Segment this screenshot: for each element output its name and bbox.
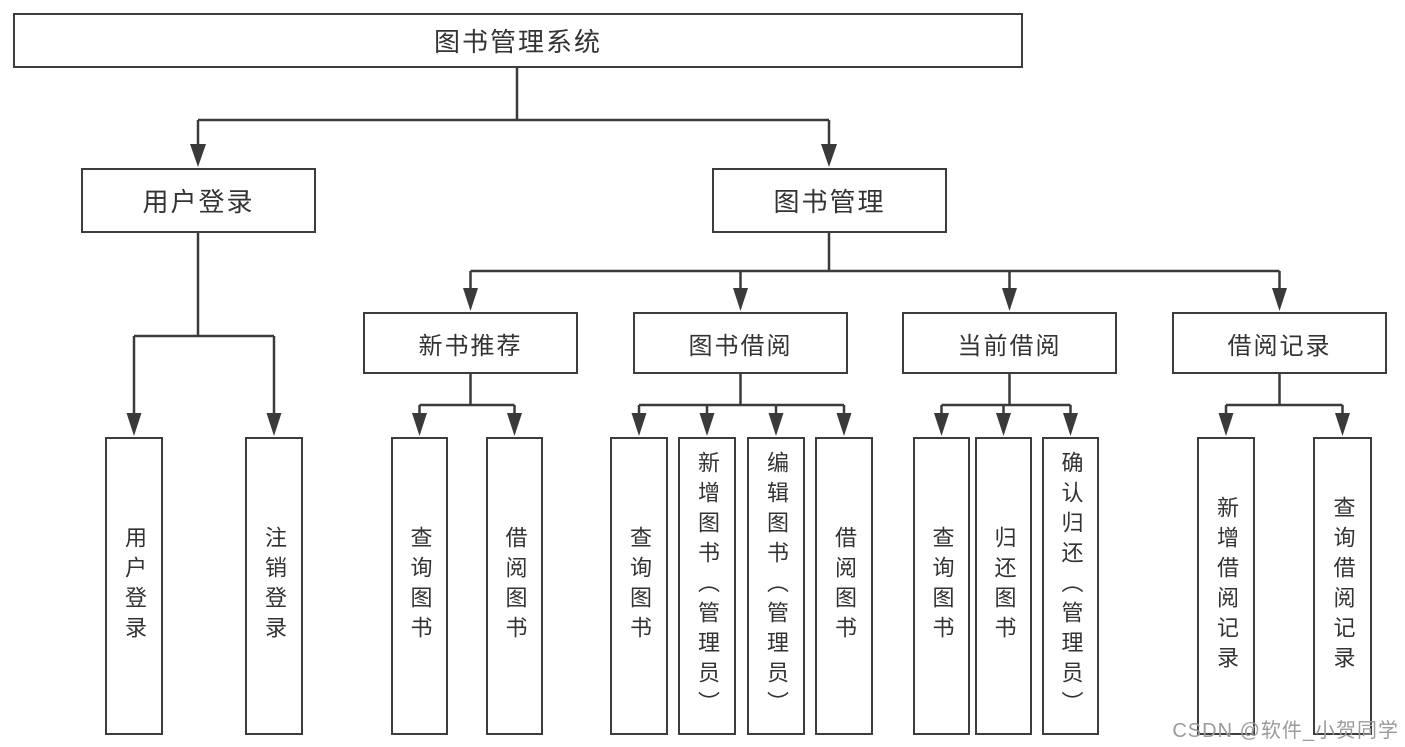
arrowhead — [733, 288, 748, 311]
node-current-borrow: 当前借阅 — [902, 312, 1117, 374]
arrowhead — [126, 413, 142, 436]
node-label: 新书推荐 — [418, 332, 523, 360]
connector-bookborrow-to-leaves — [637, 373, 846, 415]
arrowhead — [412, 413, 427, 436]
node-label: 图书管理 — [773, 187, 886, 217]
leaf-label: 查询借阅记录 — [1330, 496, 1356, 676]
node-new-book-recommend: 新书推荐 — [363, 312, 578, 374]
arrowhead — [934, 413, 949, 436]
leaf-label: 用户登录 — [122, 526, 147, 646]
arrowhead — [631, 413, 647, 436]
node-user-login: 用户登录 — [81, 168, 316, 233]
node-label: 借阅记录 — [1227, 332, 1332, 360]
arrowhead — [699, 413, 715, 436]
leaf-label: 归还图书 — [991, 526, 1017, 646]
arrowhead — [1272, 288, 1287, 311]
connector-currentborrow-to-leaves — [940, 373, 1072, 415]
connector-bookmgmt-to-level3 — [469, 232, 1281, 290]
node-library-management-system: 图书管理系统 — [13, 13, 1023, 68]
node-borrow-records: 借阅记录 — [1172, 312, 1387, 374]
leaf-borrow-books: 借阅图书 — [815, 437, 873, 735]
connector-userlogin-to-leaves — [132, 232, 276, 415]
leaf-user-login: 用户登录 — [105, 437, 163, 735]
arrowhead — [836, 413, 852, 436]
arrowhead — [507, 413, 522, 436]
leaf-label: 查询图书 — [407, 526, 433, 646]
arrowhead — [1218, 413, 1234, 436]
leaf-label: 查询图书 — [929, 526, 955, 646]
leaf-query-books-borrow: 查询图书 — [610, 437, 668, 735]
leaf-edit-books-admin: 编辑图书（管理员） — [747, 437, 805, 735]
leaf-query-books-recommend: 查询图书 — [391, 437, 448, 735]
connector-newbook-to-leaves — [418, 373, 516, 415]
leaf-label: 新增图书（管理员） — [695, 451, 720, 721]
arrowhead — [996, 413, 1011, 436]
leaf-query-borrow-record: 查询借阅记录 — [1313, 437, 1372, 735]
arrowhead — [266, 413, 282, 436]
node-label: 图书管理系统 — [433, 27, 602, 57]
leaf-confirm-return-admin: 确认归还（管理员） — [1042, 437, 1099, 735]
leaf-label: 编辑图书（管理员） — [764, 451, 789, 721]
arrowheads — [126, 144, 1350, 436]
arrowhead — [1335, 413, 1350, 436]
arrowhead — [821, 144, 837, 167]
leaf-add-borrow-record: 新增借阅记录 — [1197, 437, 1255, 735]
leaf-label: 借阅图书 — [502, 526, 528, 646]
connector-records-to-leaves — [1224, 373, 1344, 415]
leaf-label: 注销登录 — [262, 526, 287, 646]
node-label: 用户登录 — [142, 187, 255, 217]
node-label: 图书借阅 — [688, 332, 793, 360]
arrowhead — [190, 144, 206, 167]
leaf-borrow-books-recommend: 借阅图书 — [486, 437, 543, 735]
node-book-management: 图书管理 — [712, 168, 947, 233]
leaf-label: 借阅图书 — [832, 526, 857, 646]
leaf-add-books-admin: 新增图书（管理员） — [678, 437, 736, 735]
arrowhead — [463, 288, 478, 311]
leaf-label: 查询图书 — [627, 526, 652, 646]
leaf-label: 确认归还（管理员） — [1058, 451, 1084, 721]
leaf-logout: 注销登录 — [245, 437, 303, 735]
arrowhead — [768, 413, 784, 436]
arrowhead — [1002, 288, 1017, 311]
connector-root-to-level2 — [196, 68, 831, 146]
node-book-borrow: 图书借阅 — [633, 312, 848, 374]
arrowhead — [1063, 413, 1078, 436]
leaf-return-books: 归还图书 — [975, 437, 1032, 735]
leaf-query-books-current: 查询图书 — [913, 437, 970, 735]
leaf-label: 新增借阅记录 — [1214, 496, 1239, 676]
csdn-watermark: CSDN @软件_小贺同学 — [1172, 720, 1399, 742]
node-label: 当前借阅 — [957, 332, 1062, 360]
